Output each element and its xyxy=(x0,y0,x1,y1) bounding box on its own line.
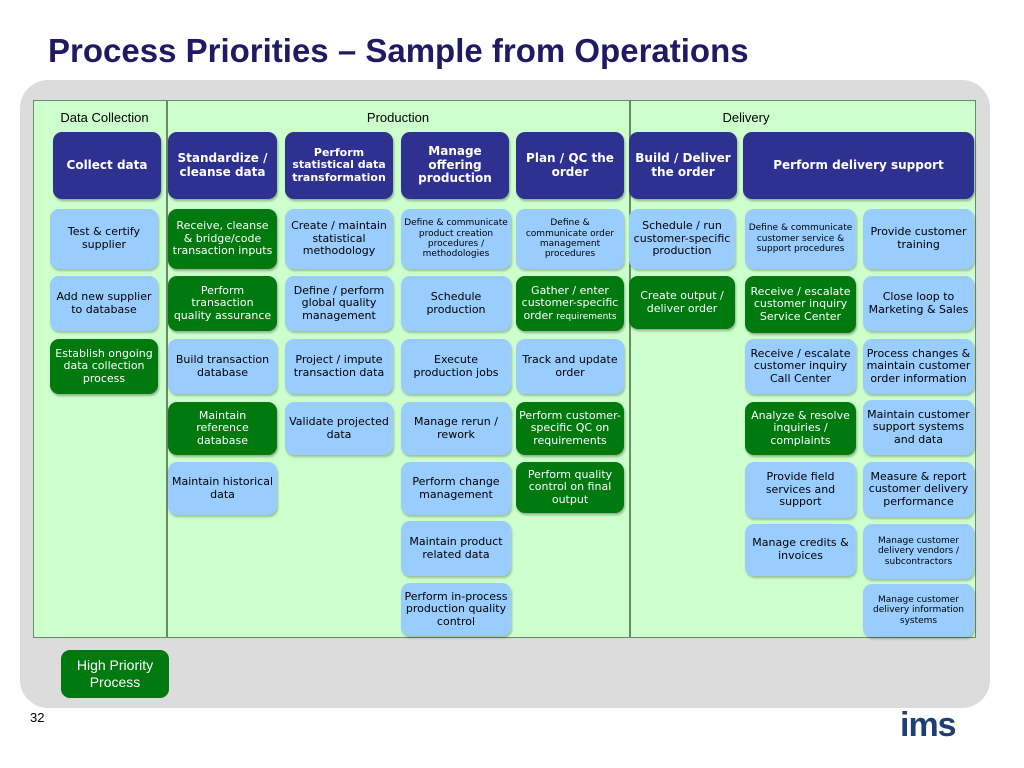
head-standardize: Standardize / cleanse data xyxy=(168,132,277,199)
process-box: Schedule / run customer-specific product… xyxy=(629,209,735,269)
page-number: 32 xyxy=(30,710,45,725)
head-manage-offering: Manage offering production xyxy=(401,132,509,199)
process-box-high-priority: Gather / enter customer-specific order r… xyxy=(516,276,624,331)
process-box: Perform in-process production quality co… xyxy=(401,583,511,636)
process-box: Project / impute transaction data xyxy=(285,339,393,394)
process-box: Perform change management xyxy=(401,462,511,515)
process-box-high-priority: Establish ongoing data collection proces… xyxy=(50,339,158,394)
process-box: Provide customer training xyxy=(863,209,974,269)
process-box: Manage customer delivery information sys… xyxy=(863,584,974,637)
process-box: Validate projected data xyxy=(285,402,393,455)
process-box: Manage rerun / rework xyxy=(401,402,511,455)
ims-logo: ims xyxy=(900,706,957,744)
section-label-production: Production xyxy=(366,110,430,125)
process-box: Test & certify supplier xyxy=(50,209,158,269)
process-box: Provide field services and support xyxy=(745,462,856,518)
process-box-high-priority: Receive, cleanse & bridge/code transacti… xyxy=(168,209,277,269)
process-box: Maintain customer support systems and da… xyxy=(863,400,974,455)
process-box: Manage customer delivery vendors / subco… xyxy=(863,524,974,579)
process-box: Define / perform global quality manageme… xyxy=(285,276,393,331)
process-box: Define & communicate order management pr… xyxy=(516,209,624,269)
process-box: Close loop to Marketing & Sales xyxy=(863,276,974,331)
process-box: Schedule production xyxy=(401,276,511,331)
process-box: Maintain product related data xyxy=(401,521,511,576)
process-box-high-priority: Maintain reference database xyxy=(168,402,277,455)
process-box: Receive / escalate customer inquiry Call… xyxy=(745,339,856,394)
process-box: Manage credits & invoices xyxy=(745,524,856,576)
process-box: Execute production jobs xyxy=(401,339,511,394)
process-box: Create / maintain statistical methodolog… xyxy=(285,209,393,269)
slide-title: Process Priorities – Sample from Operati… xyxy=(48,32,749,69)
legend-high-priority: High Priority Process xyxy=(61,650,169,698)
process-box-text: Gather / enter customer-specific order xyxy=(521,283,619,322)
section-label-delivery: Delivery xyxy=(722,110,770,125)
process-box-high-priority: Perform quality control on final output xyxy=(516,462,624,513)
head-statistical: Perform statistical data transformation xyxy=(285,132,393,199)
head-collect-data: Collect data xyxy=(53,132,161,199)
process-box: Build transaction database xyxy=(168,339,277,394)
process-box-high-priority: Receive / escalate customer inquiry Serv… xyxy=(745,276,856,333)
process-box-text-small: requirements xyxy=(556,311,617,322)
head-delivery-support: Perform delivery support xyxy=(743,132,974,199)
section-label-data-collection: Data Collection xyxy=(60,110,149,125)
process-box-high-priority: Perform transaction quality assurance xyxy=(168,276,277,331)
process-box-high-priority: Create output / deliver order xyxy=(629,276,735,329)
process-box-high-priority: Analyze & resolve inquiries / complaints xyxy=(745,402,856,455)
process-box: Add new supplier to database xyxy=(50,276,158,331)
head-build-deliver: Build / Deliver the order xyxy=(629,132,737,199)
process-box: Process changes & maintain customer orde… xyxy=(863,339,974,394)
process-box: Define & communicate product creation pr… xyxy=(401,209,511,269)
process-box: Define & communicate customer service & … xyxy=(745,209,856,269)
head-plan-qc: Plan / QC the order xyxy=(516,132,624,199)
process-box-high-priority: Perform customer-specific QC on requirem… xyxy=(516,402,624,455)
process-box: Track and update order xyxy=(516,339,624,394)
process-box: Maintain historical data xyxy=(168,462,277,515)
process-box: Measure & report customer delivery perfo… xyxy=(863,462,974,517)
